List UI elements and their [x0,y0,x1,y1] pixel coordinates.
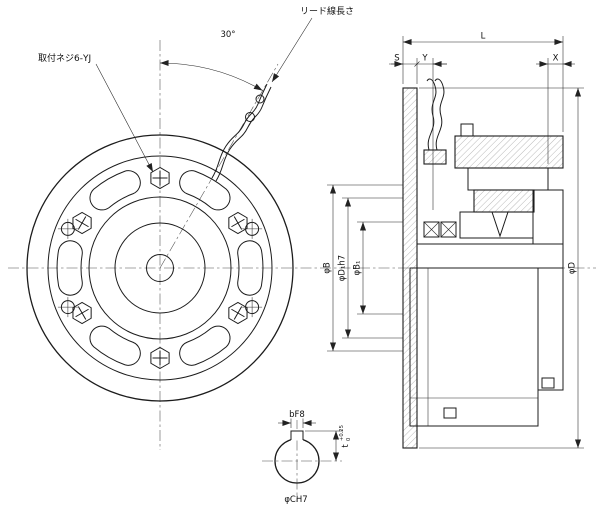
dim-X: X [536,54,575,164]
hex-screw [150,347,170,369]
stator-ring [454,135,564,169]
arc-slot [174,164,236,215]
keyway-width-label: bF8 [289,410,305,420]
hex-screw [67,209,97,237]
dim-phiD1h7-label: φD₁h7 [338,255,348,281]
shaft-section [416,243,564,269]
dim-Y-label: Y [421,54,428,64]
dim-phi-B1: φB₁ [353,221,403,315]
dim-phi-B: φB [323,184,403,352]
hex-screw [223,209,253,237]
bottom-bolt [541,377,555,389]
dim-phiB1-label: φB₁ [353,261,363,276]
keyway-depth-label: t [341,444,351,448]
bottom-bolt [443,407,457,419]
dim-keyway-width: bF8 [278,410,316,428]
bore-diameter-label: φCH7 [284,495,307,505]
back-cylinder [537,267,564,391]
dim-L: L [402,32,564,132]
mounting-screw-leader [95,63,154,173]
keyway-depth-tol-lower: 0 [346,438,352,441]
armature-body [409,267,539,427]
mounting-screw-label: 取付ネジ6-YJ [38,53,91,64]
shaft-detail-view: bF8 t +0.25 0 φCH7 [262,410,352,505]
wire-curl [255,94,265,104]
wire-curl [245,112,255,122]
dim-S-label: S [394,54,399,64]
hex-screw [67,299,97,327]
coil-section [473,189,535,213]
arc-slot [84,164,146,215]
lead-wire-callout: リード線長さ [271,5,354,83]
angle-label: 30° [220,30,235,40]
dim-S-Y: S Y [389,54,447,210]
lead-wire-axis-30deg [159,63,279,269]
housing-step [467,167,549,191]
hub-circle [114,222,206,314]
hex-screw [150,167,170,189]
side-view: L S Y X φB [320,32,596,449]
boss-circle [88,196,232,340]
dim-phi-D: φD [419,87,584,449]
bearing-symbol [423,221,457,238]
back-plate-upper [532,189,564,245]
hex-screw [223,299,253,327]
flange-rim-circle [47,155,273,381]
lead-wire-front [211,83,272,182]
keyway-mask [290,429,304,441]
keyway [290,430,304,440]
bore-circle [146,254,174,282]
wire-gland [423,149,447,165]
through-holes [57,218,263,318]
flange-outer-circle [26,134,294,402]
dim-X-label: X [553,54,559,64]
dim-keyway-depth: t +0.25 0 [305,425,352,461]
arc-slot [84,321,146,372]
dim-L-label: L [481,32,486,42]
dim-phi-D1h7: φD₁h7 [338,197,403,339]
lead-wire-side [426,78,445,151]
lead-wire-label: リード線長さ [300,5,354,17]
front-view: 30° 取付ネジ6-YJ [8,30,318,450]
dim-phiB-label: φB [323,262,333,274]
dim-phiD-label: φD [568,261,578,274]
angle-dimension: 30° [159,30,263,91]
top-bolt [460,123,474,137]
keyway-depth-tol-upper: +0.25 [339,425,345,441]
mounting-screw-callout: 取付ネジ6-YJ [38,53,154,173]
lead-wire-leader [271,17,313,83]
rotor-groove [491,211,509,238]
arc-slot [174,321,236,372]
